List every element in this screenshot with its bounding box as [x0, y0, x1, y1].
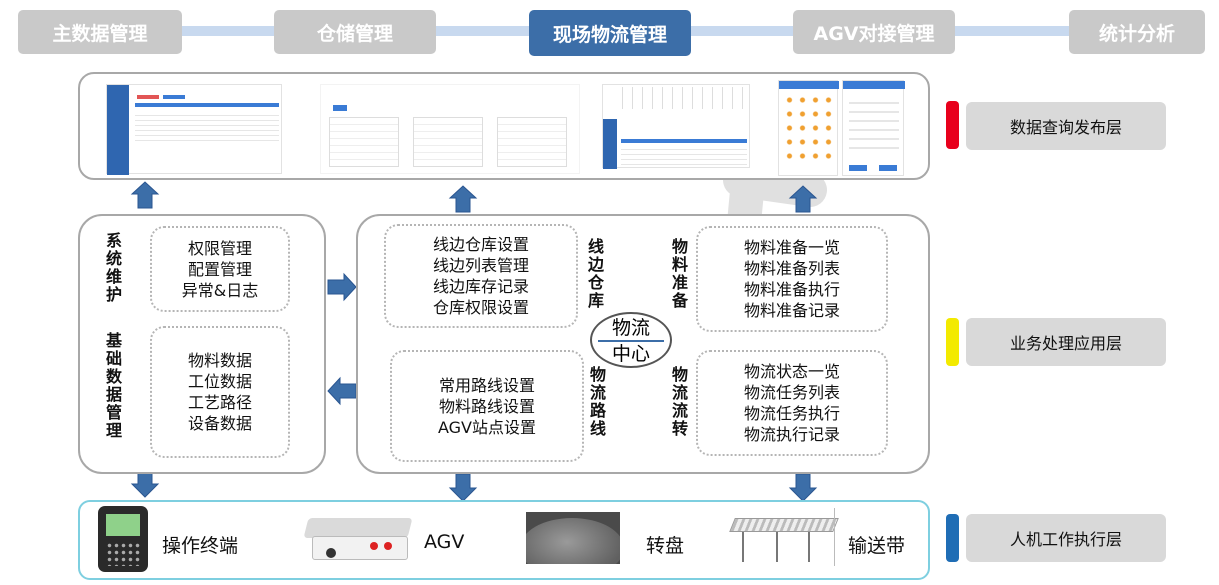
- basedata-title: 基础数据管理: [105, 331, 122, 440]
- list-item[interactable]: 物料准备列表: [743, 259, 840, 278]
- nav-tab-agv[interactable]: AGV对接管理: [793, 10, 955, 54]
- arrow-up-icon: [788, 185, 818, 213]
- route-title: 物流路线: [589, 365, 606, 438]
- agv-label: AGV: [424, 531, 465, 553]
- hub-label-top: 物流: [611, 317, 650, 339]
- arrow-up-icon: [448, 185, 478, 213]
- prep-title: 物料准备: [671, 237, 688, 310]
- system-maintenance-box: [78, 214, 326, 474]
- list-item[interactable]: 线边列表管理: [432, 256, 529, 275]
- list-item[interactable]: 物流执行记录: [743, 425, 840, 444]
- lineside-items-box: 线边仓库设置 线边列表管理 线边库存记录 仓库权限设置: [384, 224, 578, 328]
- list-item[interactable]: 物料准备记录: [743, 301, 840, 320]
- list-item[interactable]: 线边库存记录: [432, 277, 529, 296]
- lineside-title: 线边仓库: [587, 237, 604, 310]
- list-item[interactable]: 物流任务执行: [743, 404, 840, 423]
- list-item[interactable]: 工位数据: [187, 372, 252, 391]
- hub-divider: [598, 340, 664, 342]
- layer-color-bar-hmi: [946, 514, 959, 562]
- list-item[interactable]: 物流任务列表: [743, 383, 840, 402]
- maintenance-title: 系统维护: [105, 231, 122, 304]
- screenshot-thumbnail: [778, 80, 839, 176]
- layer-label-business: 业务处理应用层: [966, 318, 1166, 366]
- basedata-items-box: 物料数据 工位数据 工艺路径 设备数据: [150, 326, 290, 458]
- turntable-icon: [526, 512, 620, 564]
- list-item[interactable]: 异常&日志: [181, 280, 259, 300]
- arrow-down-icon: [448, 473, 478, 502]
- list-item[interactable]: 物流状态一览: [743, 362, 840, 381]
- list-item[interactable]: 仓库权限设置: [432, 298, 529, 317]
- arrow-down-icon: [130, 469, 160, 498]
- conveyor-icon: [728, 508, 839, 566]
- list-item[interactable]: 物料数据: [187, 351, 252, 370]
- conveyor-label: 输送带: [848, 535, 906, 557]
- list-item[interactable]: 线边仓库设置: [432, 235, 529, 254]
- agv-icon: [303, 512, 413, 564]
- flow-items-box: 物流状态一览 物流任务列表 物流任务执行 物流执行记录: [696, 350, 888, 456]
- nav-tab-master-data[interactable]: 主数据管理: [18, 10, 182, 54]
- list-item[interactable]: 物料准备执行: [743, 280, 840, 299]
- list-item[interactable]: 物料路线设置: [438, 396, 535, 416]
- nav-tab-field-logistics[interactable]: 现场物流管理: [529, 10, 691, 56]
- flow-title: 物流流转: [671, 365, 688, 438]
- screenshot-thumbnail: [106, 84, 282, 175]
- handheld-terminal-icon: [98, 506, 148, 572]
- hmi-layer-box: [78, 500, 930, 580]
- layer-color-bar-query: [946, 101, 959, 149]
- nav-tab-statistics[interactable]: 统计分析: [1069, 10, 1205, 54]
- layer-label-hmi: 人机工作执行层: [966, 514, 1166, 562]
- nav-tab-warehouse[interactable]: 仓储管理: [274, 10, 436, 54]
- terminal-label: 操作终端: [162, 535, 239, 557]
- arrow-right-icon: [327, 272, 357, 302]
- arrow-left-icon: [327, 376, 357, 406]
- layer-color-bar-business: [946, 318, 959, 366]
- layer-label-query: 数据查询发布层: [966, 102, 1166, 150]
- list-item[interactable]: 配置管理: [187, 259, 252, 279]
- screenshot-thumbnail: [602, 84, 750, 169]
- list-item[interactable]: 设备数据: [187, 414, 252, 433]
- arrow-up-icon: [130, 181, 160, 209]
- hub-label-bottom: 中心: [611, 343, 650, 365]
- list-item[interactable]: 物料准备一览: [743, 238, 840, 257]
- screenshot-thumbnail: [842, 80, 905, 176]
- logistics-center-hub: 物流 中心: [590, 312, 672, 368]
- turntable-label: 转盘: [646, 535, 685, 557]
- list-item[interactable]: 常用路线设置: [438, 375, 535, 395]
- route-items-box: 常用路线设置 物料路线设置 AGV站点设置: [390, 350, 584, 462]
- list-item[interactable]: AGV站点设置: [437, 417, 536, 437]
- prep-items-box: 物料准备一览 物料准备列表 物料准备执行 物料准备记录: [696, 226, 888, 332]
- screenshot-thumbnail: [320, 84, 580, 174]
- arrow-down-icon: [788, 473, 818, 502]
- list-item[interactable]: 权限管理: [187, 238, 252, 258]
- maintenance-items-box: 权限管理 配置管理 异常&日志: [150, 226, 290, 312]
- list-item[interactable]: 工艺路径: [187, 393, 252, 412]
